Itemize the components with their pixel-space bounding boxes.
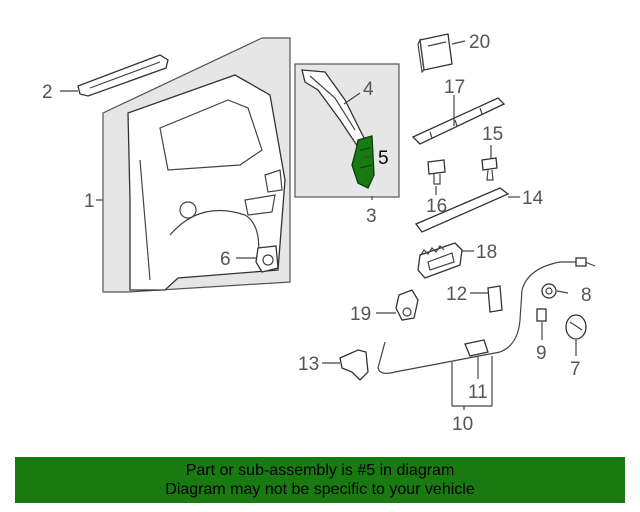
part-5-bracket [351,135,375,189]
callout-8: 8 [581,285,592,306]
callout-9: 9 [536,343,547,364]
callout-12: 12 [446,284,467,305]
part-2-rail [77,54,169,97]
parts-diagram: 1 2 3 4 5 6 7 8 9 10 11 12 13 14 15 16 1… [42,32,596,435]
part-7-cap [565,314,587,340]
part-10-cable [377,257,596,374]
callout-2: 2 [42,82,53,103]
part-15-screw [481,157,498,181]
info-banner: Part or sub-assembly is #5 in diagram Di… [15,457,625,503]
callout-6: 6 [220,249,231,270]
callout-17: 17 [444,77,465,98]
part-12-clip [487,285,503,313]
leader-lines [60,40,577,410]
callout-11: 11 [468,382,488,403]
part-19-latch [395,289,419,321]
callout-20: 20 [469,32,490,53]
part-3-box [294,63,400,198]
part-8-grommet [541,283,557,299]
callout-3: 3 [366,206,377,227]
banner-line-2: Diagram may not be specific to your vehi… [165,481,475,498]
part-6-cap [255,245,279,273]
part-16-clip [427,159,446,185]
callout-7: 7 [570,359,581,380]
callout-15: 15 [482,124,503,145]
callout-18: 18 [476,242,497,263]
callouts: 1 2 3 4 5 6 7 8 9 10 11 12 13 14 15 16 1… [42,32,592,435]
part-9-plug [536,308,547,322]
part-1-side-panel [102,37,291,293]
callout-1: 1 [84,191,95,212]
callout-5: 5 [378,148,389,169]
callout-13: 13 [298,354,319,375]
banner-line-1: Part or sub-assembly is #5 in diagram [185,462,455,479]
callout-16: 16 [426,196,447,217]
part-18-handle [417,242,463,279]
callout-4: 4 [363,79,374,100]
part-17-strip [411,97,506,145]
callout-19: 19 [350,304,371,325]
callout-14: 14 [522,188,544,209]
part-13-bracket [339,349,369,381]
callout-10: 10 [452,414,473,435]
part-14-molding [414,187,510,233]
part-20-module [417,33,453,74]
